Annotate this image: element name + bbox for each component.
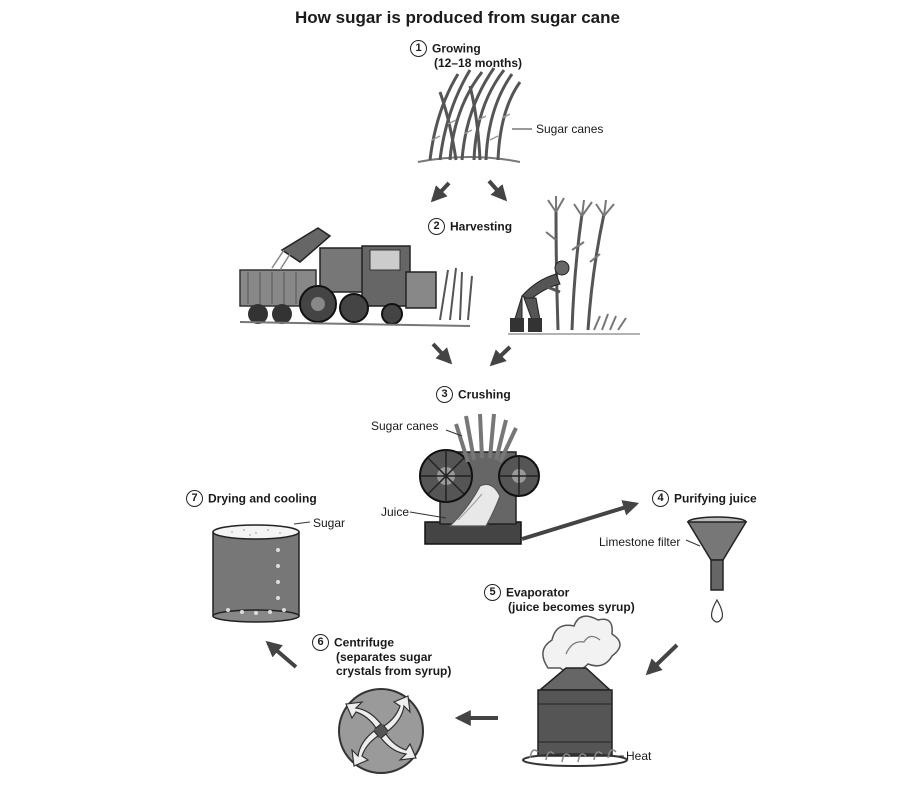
step-number: 4 <box>652 490 669 507</box>
arrow-icon <box>431 342 453 365</box>
step-centrifuge: 6 Centrifuge <box>312 634 394 651</box>
label-limestone-filter: Limestone filter <box>599 535 681 549</box>
limestone-filter-illustration <box>685 516 748 623</box>
centrifuge-illustration <box>338 688 424 774</box>
step-label: Growing <box>432 41 481 56</box>
step-purifying: 4 Purifying juice <box>652 490 757 507</box>
crusher-illustration <box>409 413 540 545</box>
step-number: 3 <box>436 386 453 403</box>
label-sugar: Sugar <box>313 516 346 530</box>
arrow-icon <box>645 643 679 676</box>
harvester-machine-illustration <box>239 227 473 327</box>
step-drying: 7 Drying and cooling <box>186 490 317 507</box>
step-label: Crushing <box>458 387 511 402</box>
label-juice: Juice <box>381 505 410 519</box>
manual-harvesting-illustration <box>508 196 640 335</box>
step-label: Drying and cooling <box>208 491 317 506</box>
step-label: Harvesting <box>450 219 513 234</box>
arrow-icon <box>430 181 451 203</box>
step-centrifuge-detail: (separates sugar <box>336 650 433 664</box>
step-number: 6 <box>312 634 329 651</box>
arrow-icon <box>487 179 508 202</box>
step-evaporator: 5 Evaporator <box>484 584 569 601</box>
label-sugar-canes-crusher: Sugar canes <box>371 419 439 433</box>
step-crushing: 3 Crushing <box>436 386 511 403</box>
step-label: Centrifuge <box>334 635 394 650</box>
step-growing-detail: (12–18 months) <box>434 56 523 70</box>
evaporator-illustration <box>522 615 628 767</box>
step-harvesting: 2 Harvesting <box>428 218 512 235</box>
step-number: 2 <box>428 218 445 235</box>
step-centrifuge-detail-2: crystals from syrup) <box>336 664 452 678</box>
step-number: 5 <box>484 584 501 601</box>
step-growing: 1 Growing <box>410 40 481 57</box>
diagram-title: How sugar is produced from sugar cane <box>295 8 620 27</box>
step-label: Evaporator <box>506 585 570 600</box>
step-number: 1 <box>410 40 427 57</box>
step-label: Purifying juice <box>674 491 757 506</box>
step-evaporator-detail: (juice becomes syrup) <box>508 600 635 614</box>
arrow-icon <box>265 640 298 669</box>
sugar-cane-field-illustration <box>417 67 532 163</box>
arrow-icon <box>489 345 512 367</box>
drying-drum-illustration <box>212 521 311 623</box>
arrow-icon <box>521 500 640 541</box>
step-number: 7 <box>186 490 203 507</box>
label-heat: Heat <box>626 749 652 763</box>
label-sugar-canes-field: Sugar canes <box>536 122 604 136</box>
